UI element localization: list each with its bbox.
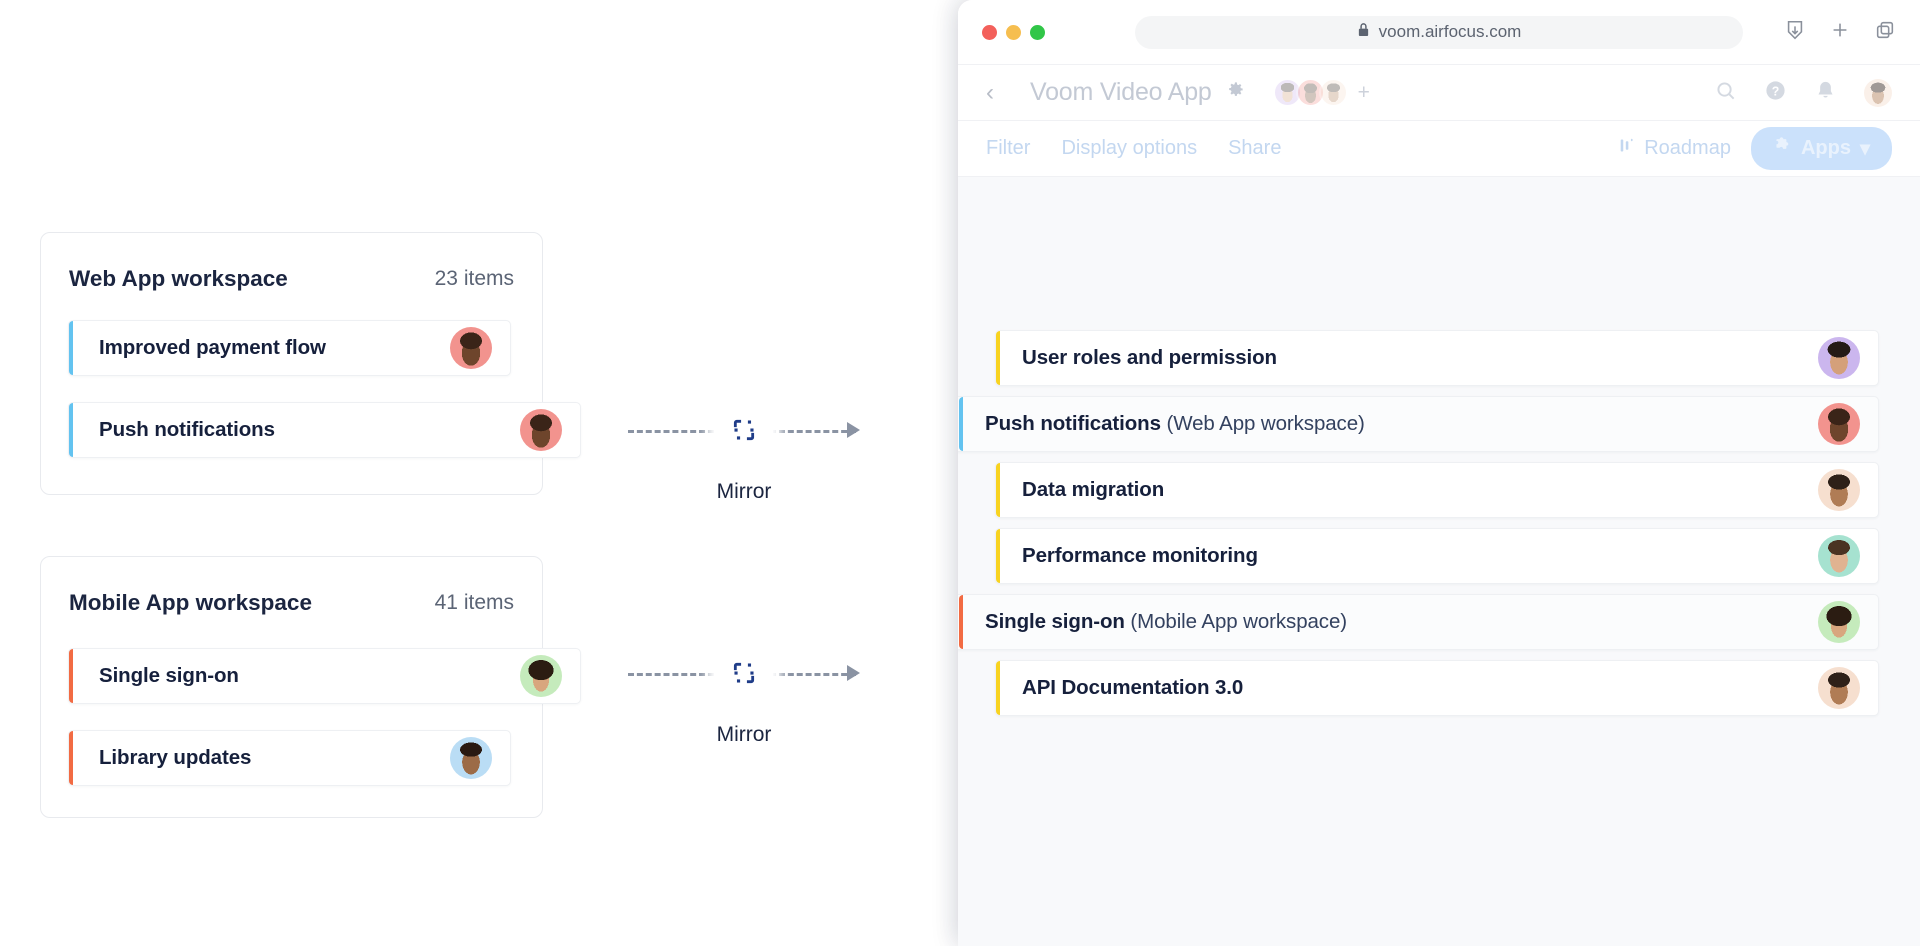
roadmap-button[interactable]: Roadmap xyxy=(1619,137,1731,160)
tab-overview-icon[interactable] xyxy=(1874,19,1896,46)
browser-chrome-bar: voom.airfocus.com xyxy=(958,0,1920,64)
account-avatar[interactable] xyxy=(1864,78,1892,107)
close-window-button[interactable] xyxy=(982,24,997,40)
board-content: User roles and permission Push notificat… xyxy=(958,177,1920,946)
browser-chrome-icons[interactable] xyxy=(1784,19,1896,46)
back-chevron-icon[interactable]: ‹ xyxy=(986,78,994,106)
workspace-item-label: Single sign-on xyxy=(99,664,239,687)
workspace-item-count: 23 items xyxy=(434,267,514,290)
workspace-title: Web App workspace xyxy=(69,266,288,291)
workspace-item-count: 41 items xyxy=(434,591,514,614)
app-header: ‹ Voom Video App + ? xyxy=(958,64,1920,121)
chevron-down-icon: ▾ xyxy=(1859,138,1870,160)
apps-label: Apps xyxy=(1800,137,1851,159)
avatar xyxy=(450,737,492,779)
board-row-label: Data migration xyxy=(1022,478,1165,501)
workspace-item-row[interactable]: Library updates xyxy=(68,730,511,786)
minimize-window-button[interactable] xyxy=(1006,24,1021,40)
toolbar-right: Roadmap Apps ▾ xyxy=(1619,127,1892,170)
board-row[interactable]: Data migration xyxy=(995,462,1879,518)
zoom-window-button[interactable] xyxy=(1030,24,1045,40)
workspace-card-header: Mobile App workspace 41 items xyxy=(41,557,542,649)
avatar xyxy=(1818,469,1860,511)
board-row[interactable]: User roles and permission xyxy=(995,330,1879,386)
workspace-card-header: Web App workspace 23 items xyxy=(41,233,542,325)
roadmap-label: Roadmap xyxy=(1644,137,1731,159)
svg-text:?: ? xyxy=(1772,84,1780,98)
avatar xyxy=(1818,601,1860,643)
connector-label: Mirror xyxy=(716,723,772,746)
avatar xyxy=(1818,667,1860,709)
accent-bar xyxy=(69,321,73,375)
workspaces-panel: Web App workspace 23 items .ws-head .ws-… xyxy=(40,232,581,818)
help-icon[interactable]: ? xyxy=(1764,79,1787,107)
avatar xyxy=(1818,403,1860,445)
lock-icon xyxy=(1357,22,1370,42)
accent-bar xyxy=(69,649,73,703)
accent-bar xyxy=(959,595,963,649)
workspace-item-label: Library updates xyxy=(99,746,252,769)
avatar[interactable] xyxy=(1318,78,1348,107)
board-row-label: Push notifications (Web App workspace) xyxy=(985,412,1365,435)
roadmap-icon xyxy=(1619,137,1636,160)
notifications-icon[interactable] xyxy=(1814,79,1837,107)
board-row-label: API Documentation 3.0 xyxy=(1022,676,1244,699)
board-row-label: User roles and permission xyxy=(1022,346,1277,369)
avatar xyxy=(520,655,562,697)
search-icon[interactable] xyxy=(1714,79,1737,107)
workspace-item-row[interactable]: Improved payment flow xyxy=(68,320,511,376)
new-tab-icon[interactable] xyxy=(1829,19,1851,46)
add-member-button[interactable]: + xyxy=(1357,80,1370,104)
accent-bar xyxy=(69,403,73,457)
mirror-icon[interactable] xyxy=(715,656,773,690)
workspace-item-row[interactable]: Single sign-on xyxy=(68,648,581,704)
accent-bar xyxy=(996,529,1000,583)
workspace-item-row[interactable]: Push notifications xyxy=(68,402,581,458)
avatar xyxy=(1818,535,1860,577)
traffic-lights[interactable] xyxy=(982,24,1045,40)
connector-label: Mirror xyxy=(716,480,772,503)
board-toolbar: Filter Display options Share Roadmap App… xyxy=(958,121,1920,177)
workspace-item-label: Push notifications xyxy=(99,418,275,441)
accent-bar xyxy=(996,331,1000,385)
mirror-connector: Mirror xyxy=(628,412,860,503)
filter-button[interactable]: Filter xyxy=(986,137,1031,159)
accent-bar xyxy=(996,463,1000,517)
app-header-actions[interactable]: ? xyxy=(1714,78,1892,107)
avatar[interactable] xyxy=(1272,78,1302,107)
arrow-head-icon xyxy=(847,422,860,438)
accent-bar xyxy=(959,397,963,451)
avatar xyxy=(1818,337,1860,379)
arrow-head-icon xyxy=(847,665,860,681)
address-bar[interactable]: voom.airfocus.com xyxy=(1135,15,1743,49)
accent-bar xyxy=(69,731,73,785)
member-avatars[interactable]: + xyxy=(1272,78,1370,107)
apps-button[interactable]: Apps ▾ xyxy=(1750,127,1892,170)
board-row[interactable]: API Documentation 3.0 xyxy=(995,660,1879,716)
browser-window: voom.airfocus.com ‹ Voom Video App xyxy=(958,0,1920,946)
gear-icon[interactable] xyxy=(1226,80,1245,105)
display-options-button[interactable]: Display options xyxy=(1061,137,1198,159)
download-icon[interactable] xyxy=(1784,19,1806,46)
board-row-mirrored[interactable]: Push notifications (Web App workspace) xyxy=(958,396,1879,452)
board-row-label: Performance monitoring xyxy=(1022,544,1258,567)
board-row[interactable]: Performance monitoring xyxy=(995,528,1879,584)
puzzle-icon xyxy=(1773,136,1792,161)
app-title: Voom Video App xyxy=(1030,78,1212,106)
mirror-icon[interactable] xyxy=(715,413,773,447)
mirror-connector: Mirror xyxy=(628,655,860,746)
workspace-title: Mobile App workspace xyxy=(69,590,312,615)
workspace-item-label: Improved payment flow xyxy=(99,336,326,359)
share-button[interactable]: Share xyxy=(1228,137,1282,159)
board-row-mirrored[interactable]: Single sign-on (Mobile App workspace) xyxy=(958,594,1879,650)
accent-bar xyxy=(996,661,1000,715)
avatar xyxy=(450,327,492,369)
url-text: voom.airfocus.com xyxy=(1378,22,1522,41)
avatar xyxy=(520,409,562,451)
board-row-label: Single sign-on (Mobile App workspace) xyxy=(985,610,1347,633)
